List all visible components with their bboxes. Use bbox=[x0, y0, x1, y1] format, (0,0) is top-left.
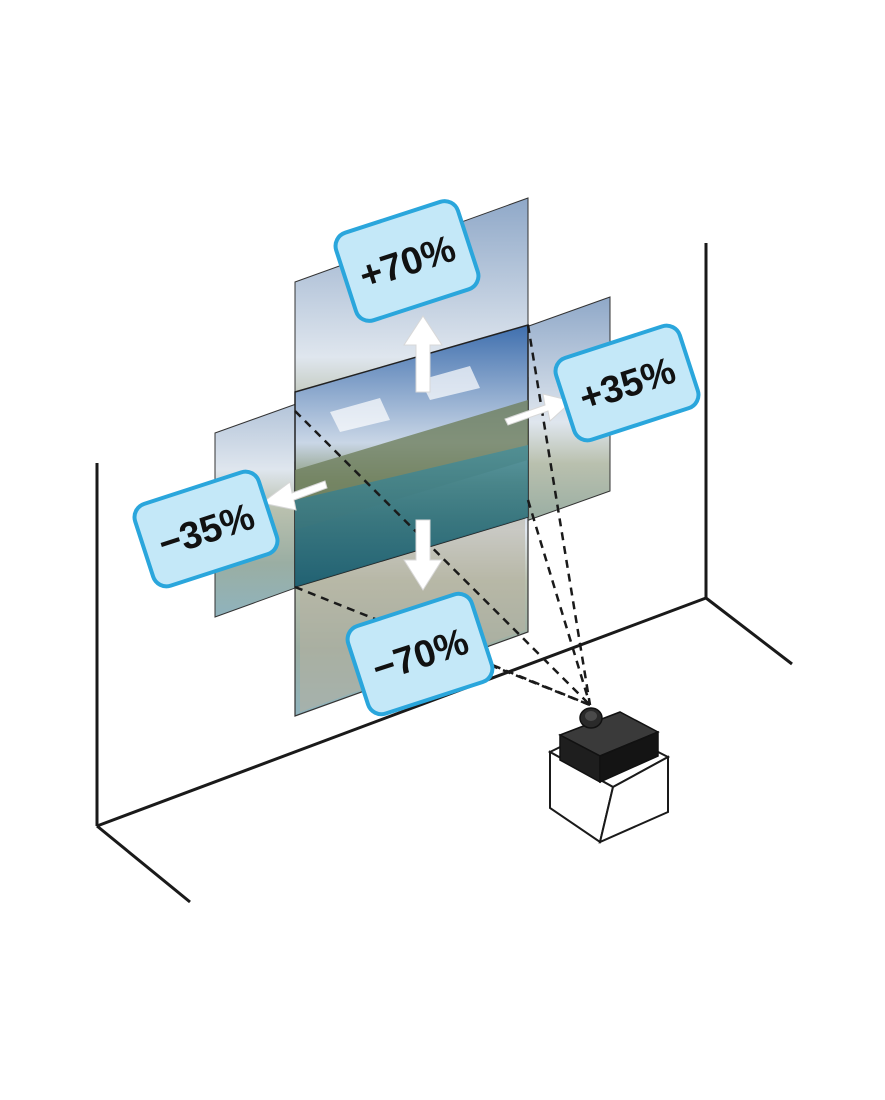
label-left: −35% bbox=[132, 469, 280, 589]
right-arrow-icon bbox=[504, 393, 574, 426]
floor-left-edge bbox=[96, 824, 191, 904]
floor-right-edge bbox=[705, 596, 793, 666]
up-arrow-icon bbox=[403, 315, 443, 393]
screen-center bbox=[294, 324, 529, 589]
down-arrow-icon bbox=[403, 519, 443, 591]
label-down: −70% bbox=[345, 591, 495, 717]
room-lines bbox=[95, 243, 793, 904]
shift-arrows bbox=[260, 315, 574, 591]
floor-back-edge bbox=[96, 596, 707, 828]
projector-icon bbox=[558, 707, 660, 784]
left-arrow-icon bbox=[260, 480, 328, 511]
label-right: +35% bbox=[553, 323, 701, 443]
label-up: +70% bbox=[333, 199, 481, 323]
